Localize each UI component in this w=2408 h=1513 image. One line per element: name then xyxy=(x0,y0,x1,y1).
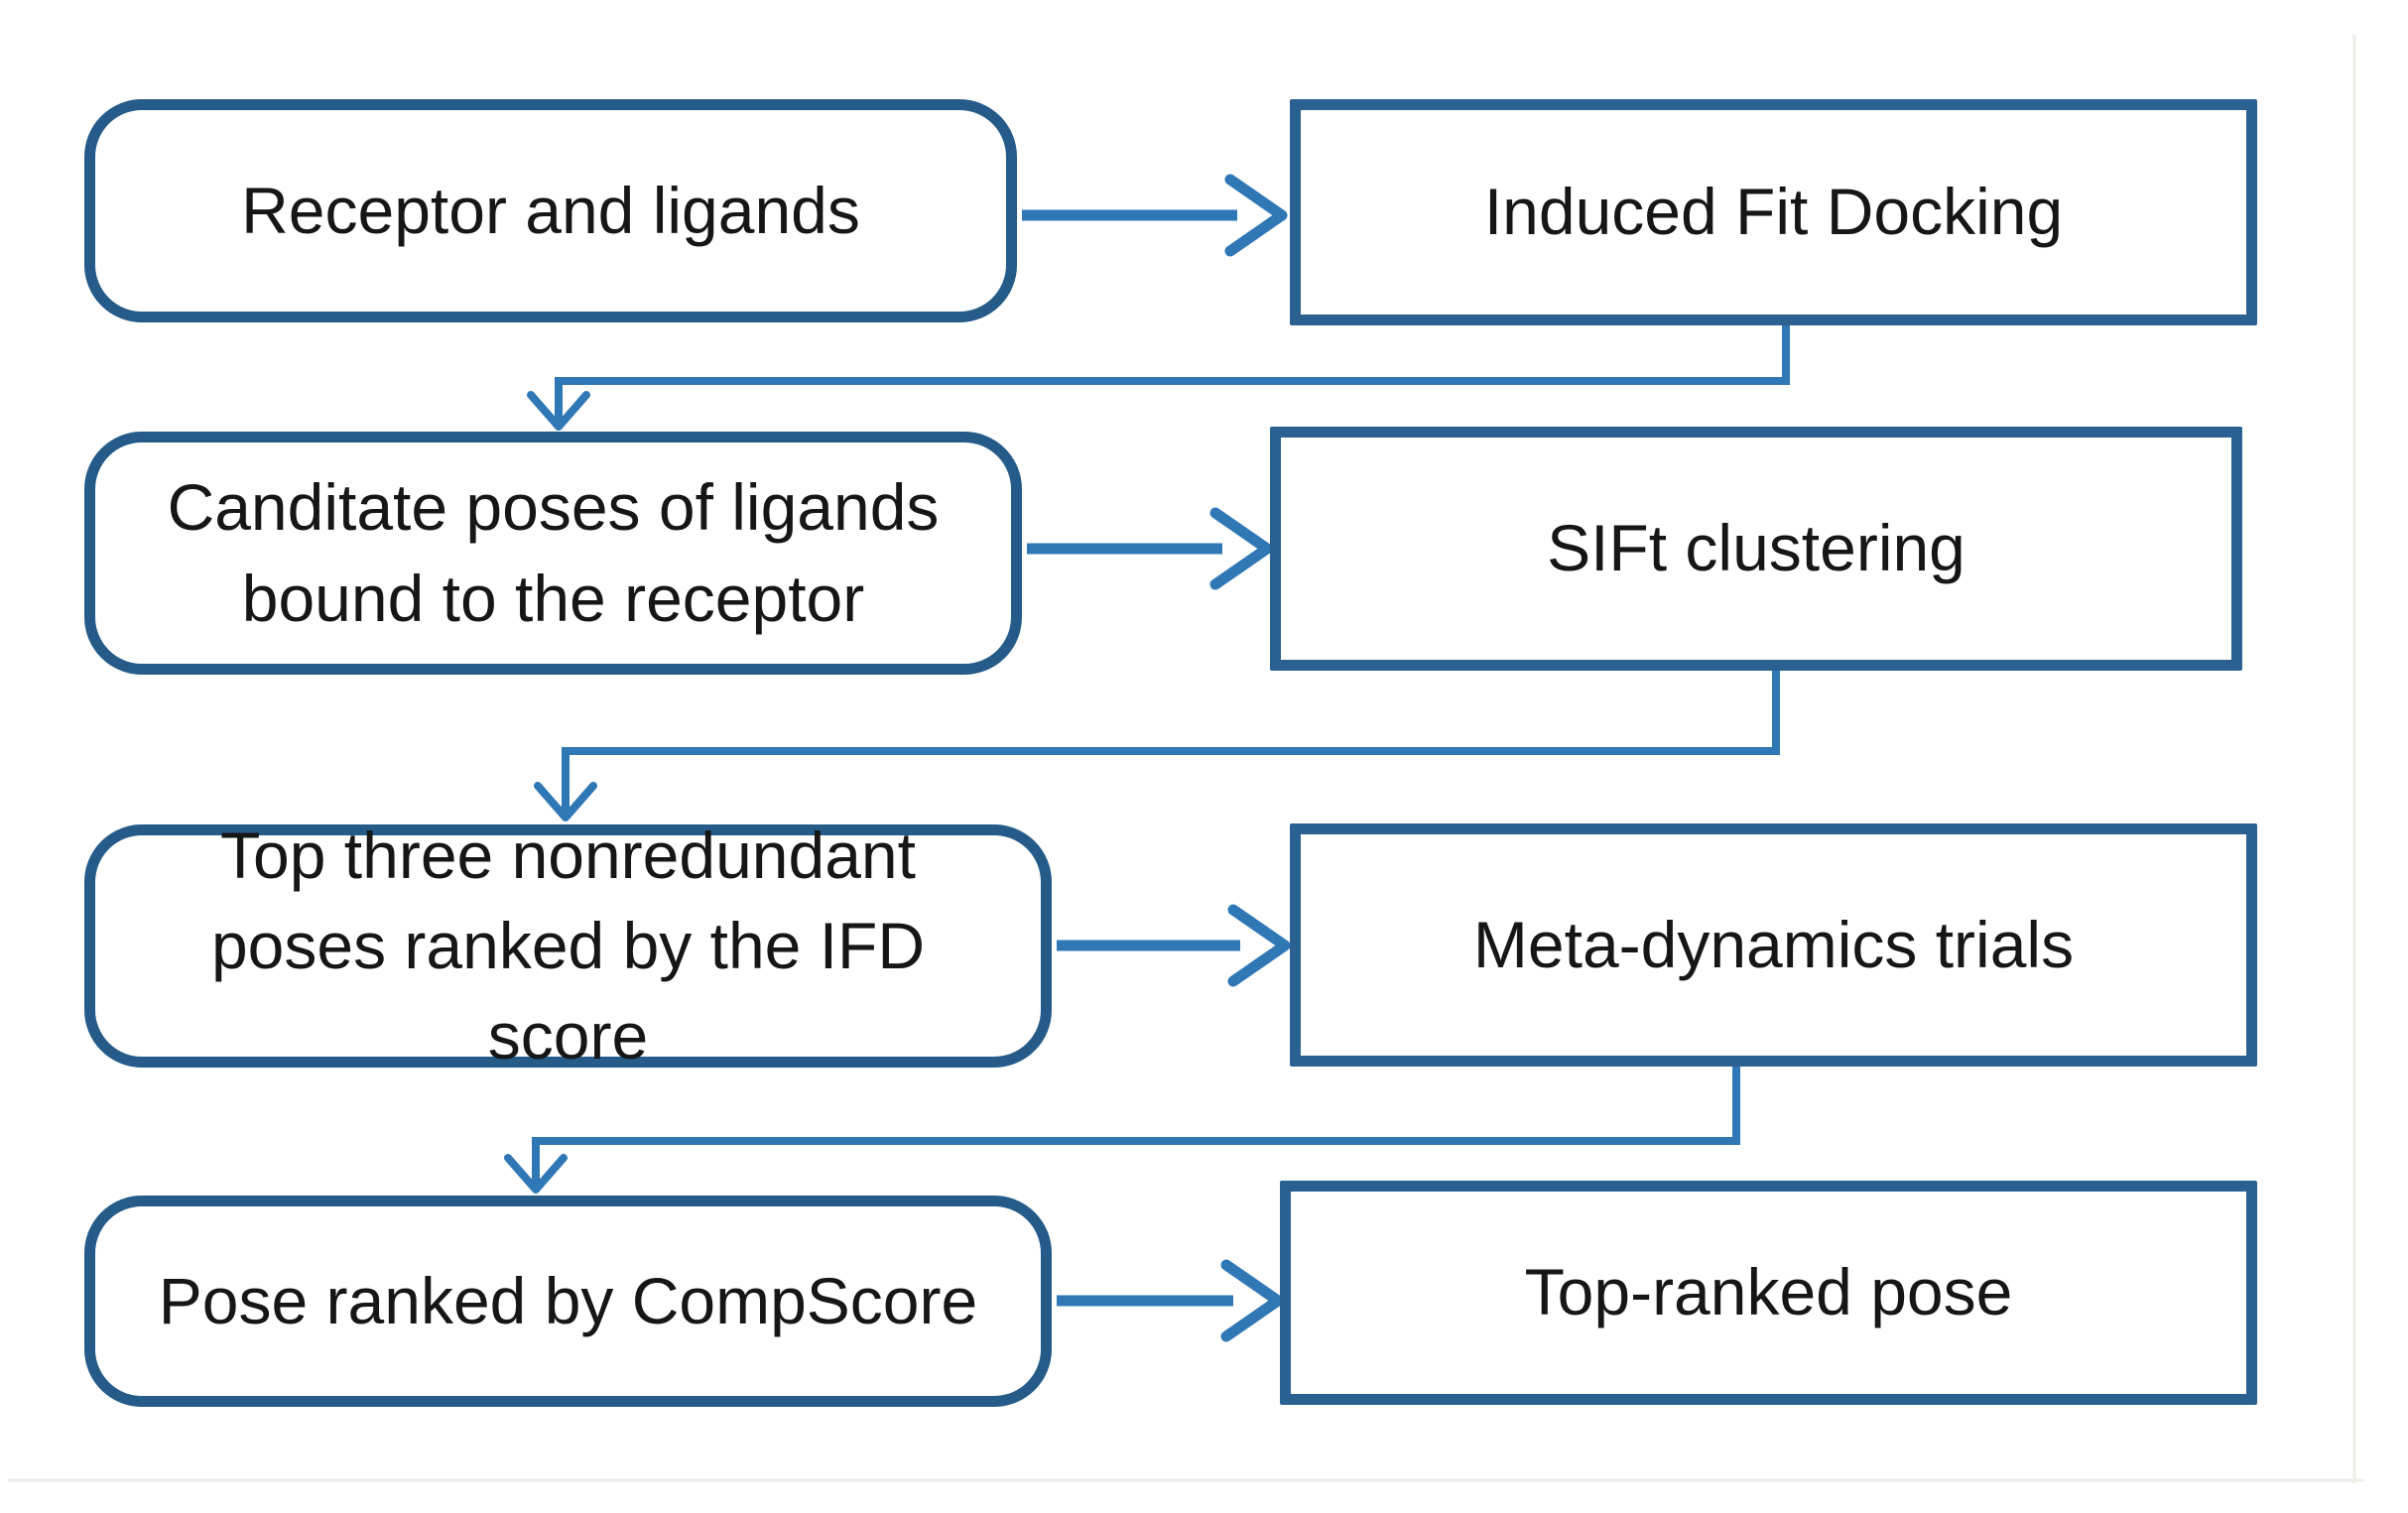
node-label-line: Induced Fit Docking xyxy=(1483,175,2064,249)
node-label-line: Pose ranked by CompScore xyxy=(158,1263,978,1337)
edge-top-three-to-meta-dynamics-arrow xyxy=(1057,904,1291,987)
edge-candidate-poses-to-sift-arrow xyxy=(1027,507,1273,590)
node-induced-fit-docking-label: Induced Fit Docking xyxy=(1484,167,2063,257)
edge-meta-dynamics-to-pose-ranked-arrow xyxy=(504,1065,1740,1194)
node-label-line: bound to the receptor xyxy=(241,561,865,635)
node-label-line: Meta-dynamics trials xyxy=(1472,907,2075,981)
node-top-three-poses: Top three nonredundant poses ranked by t… xyxy=(84,819,1052,1072)
node-pose-ranked-by-compscore-label: Pose ranked by CompScore xyxy=(159,1256,977,1346)
node-label-line: Top three nonredundant xyxy=(220,818,916,892)
node-candidate-poses: Canditate poses of ligands bound to the … xyxy=(84,432,1022,675)
edge-pose-ranked-to-top-ranked-arrow xyxy=(1057,1259,1284,1342)
edge-sift-to-top-three-arrow xyxy=(534,668,1780,821)
node-label-line: SIFt clustering xyxy=(1547,511,1965,585)
figure-frame-lines xyxy=(8,35,2363,1483)
node-candidate-poses-label: Canditate poses of ligands bound to the … xyxy=(168,462,940,643)
node-receptor-and-ligands-label: Receptor and ligands xyxy=(241,166,860,256)
node-label-line: poses ranked by the IFD score xyxy=(210,908,926,1073)
node-top-ranked-pose-label: Top-ranked pose xyxy=(1525,1247,2013,1337)
node-meta-dynamics-trials-label: Meta-dynamics trials xyxy=(1473,900,2074,990)
node-sift-clustering-label: SIFt clustering xyxy=(1547,503,1965,593)
node-pose-ranked-by-compscore: Pose ranked by CompScore xyxy=(84,1196,1052,1407)
edge-induced-fit-to-candidate-poses-arrow xyxy=(527,324,1790,431)
edge-receptor-to-induced-fit-arrow xyxy=(1022,174,1288,257)
node-label-line: Canditate poses of ligands xyxy=(167,470,940,545)
node-sift-clustering: SIFt clustering xyxy=(1270,427,2242,671)
node-top-three-poses-label: Top three nonredundant poses ranked by t… xyxy=(125,811,1011,1081)
node-receptor-and-ligands: Receptor and ligands xyxy=(84,99,1017,322)
node-label-line: Receptor and ligands xyxy=(241,173,860,247)
node-induced-fit-docking: Induced Fit Docking xyxy=(1290,99,2257,325)
node-label-line: Top-ranked pose xyxy=(1524,1255,2013,1329)
node-top-ranked-pose: Top-ranked pose xyxy=(1280,1181,2257,1405)
node-meta-dynamics-trials: Meta-dynamics trials xyxy=(1290,823,2257,1067)
